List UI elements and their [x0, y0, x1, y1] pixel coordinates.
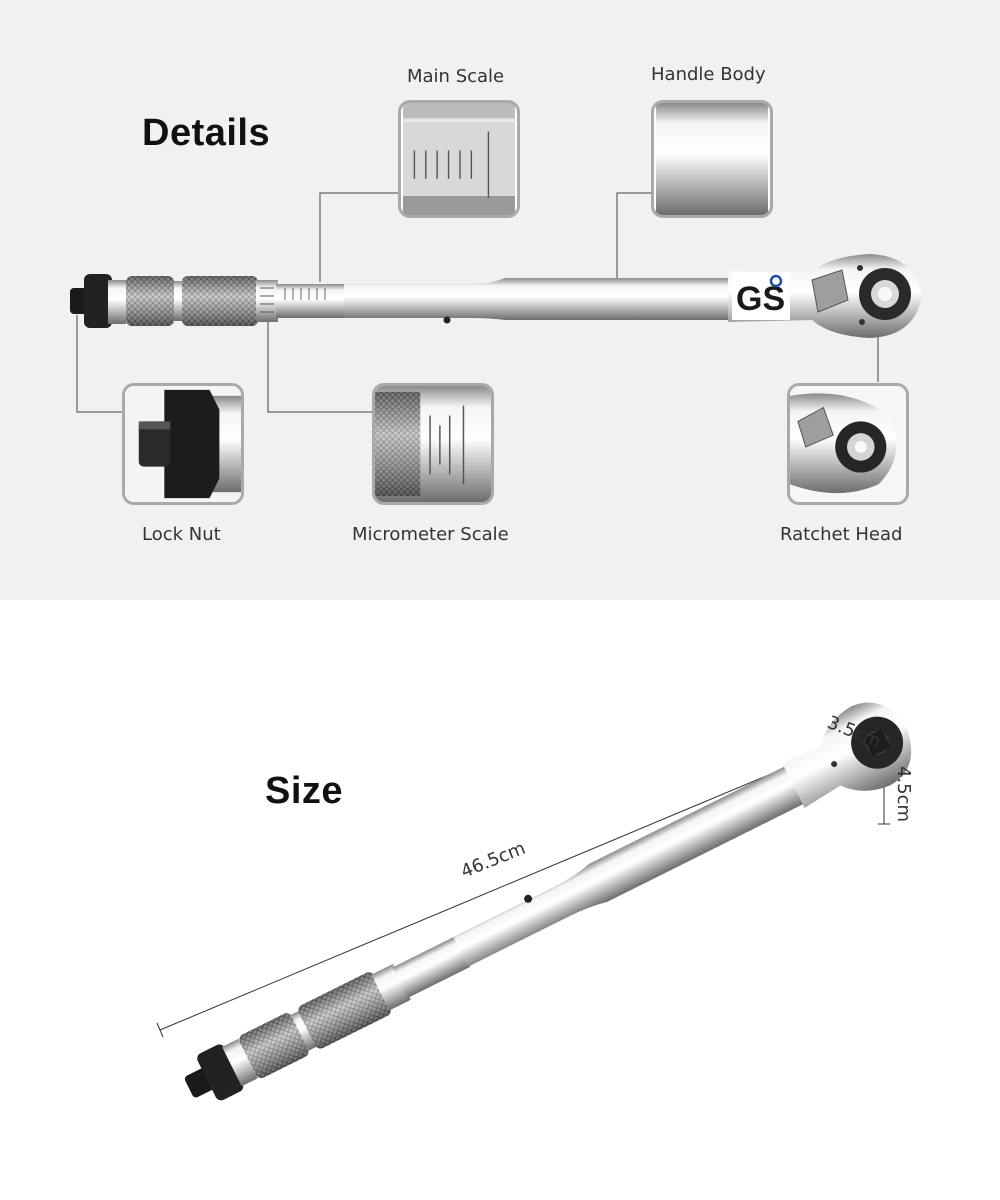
- length-dimension-line: [156, 740, 837, 1038]
- lock-nut-closeup: [122, 383, 244, 505]
- details-diagram: GS: [70, 192, 922, 413]
- handle-body-closeup: [651, 100, 773, 218]
- callout-handle-body: Handle Body: [651, 64, 766, 85]
- callout-main-scale: Main Scale: [407, 66, 505, 87]
- callout-lines: [76, 192, 879, 413]
- main-scale-closeup: [398, 100, 520, 218]
- torque-wrench-size: [184, 702, 912, 1101]
- torque-wrench-detail: GS: [70, 254, 922, 338]
- size-heading: Size: [265, 770, 344, 812]
- head-height-label: 4.5cm: [893, 766, 914, 823]
- callout-ratchet-head: Ratchet Head: [780, 524, 903, 545]
- micrometer-scale-closeup: [372, 383, 494, 505]
- callout-micrometer-scale: Micrometer Scale: [352, 524, 509, 545]
- callout-lock-nut: Lock Nut: [142, 524, 221, 545]
- details-heading: Details: [142, 112, 271, 154]
- size-panel: [0, 600, 1000, 1200]
- ratchet-head-closeup: [787, 383, 909, 505]
